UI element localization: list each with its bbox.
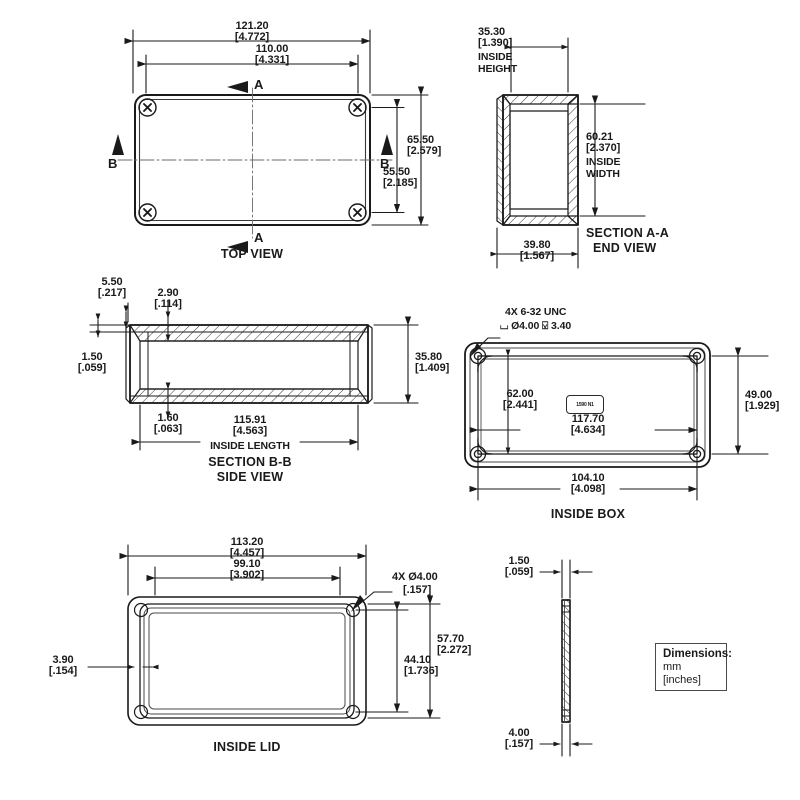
inside-lid-leader-arrow (351, 595, 364, 612)
legend-unit-inches: [inches] (663, 673, 701, 686)
section-mark-a-bottom: A (254, 230, 264, 245)
end-inside-width-in: [2.370] (586, 142, 621, 154)
side-inside-length-in: [4.563] (232, 425, 268, 437)
lid-edge-rib-thickness-mm: 1.50 (508, 555, 530, 567)
section-arrows (112, 81, 393, 253)
side-view-title-line1: SECTION B-B (208, 455, 292, 469)
legend-unit-mm: mm (663, 661, 682, 673)
side-inside-length-mm: 115.91 (233, 414, 267, 426)
lid-rib-width-mm: 3.90 (52, 654, 74, 666)
inside-box-callout-line2: ⌴ Ø4.00 ⍌ 3.40 (500, 320, 572, 332)
lid-rib-width-in: [.154] (48, 665, 78, 677)
lid-hole-spacing-v-in: [1.736] (404, 665, 439, 677)
inside-lid-title: INSIDE LID (213, 740, 281, 754)
lid-edge-thickness-mm: 4.00 (508, 727, 530, 739)
side-view-dimensions (89, 299, 419, 451)
end-view-title-line1: SECTION A-A (586, 226, 669, 240)
side-wall-base-mm: 1.60 (157, 412, 179, 424)
side-view-title-line2: SIDE VIEW (216, 470, 284, 484)
top-overall-width-in: [2.579] (407, 145, 442, 157)
section-mark-b-left: B (108, 156, 118, 171)
side-lip-height-in: [.059] (77, 362, 107, 374)
end-inside-width-note2: WIDTH (586, 168, 620, 180)
inside-box-inside-width-in: [1.929] (745, 400, 780, 412)
side-wall-base-in: [.063] (153, 423, 183, 435)
inside-box-inside-length-in: [4.634] (570, 424, 606, 436)
inside-box-title: INSIDE BOX (550, 507, 626, 521)
top-screw-length-in: [4.331] (254, 54, 290, 66)
end-view-title-line2: END VIEW (593, 241, 657, 255)
lid-edge-geometry (561, 599, 571, 723)
side-inside-length-note: INSIDE LENGTH (210, 440, 290, 452)
top-screw-length-mm: 110.00 (255, 43, 289, 55)
side-view-geometry (125, 324, 373, 404)
top-view-dimensions (124, 29, 429, 226)
inside-box-boss-spacing-v-in: [2.441] (502, 399, 538, 411)
side-outside-height-mm: 35.80 (415, 351, 443, 363)
inside-box-geometry (464, 337, 711, 468)
lid-overall-width-in: [2.272] (437, 644, 472, 656)
lid-hole-spacing-h-mm: 99.10 (233, 558, 261, 570)
lid-overall-length-mm: 113.20 (230, 536, 264, 548)
end-view-geometry (496, 94, 579, 226)
side-flange-offset-in: [.217] (97, 287, 127, 299)
inside-box-inside-width-mm: 49.00 (745, 389, 773, 401)
inside-box-inside-length-mm: 117.70 (571, 413, 605, 425)
side-flange-offset-mm: 5.50 (101, 276, 123, 288)
inside-lid-dimensions (87, 544, 441, 719)
lid-edge-dimensions (539, 559, 593, 757)
end-outside-width-in: [1.567] (519, 250, 555, 262)
inside-box-boss-spacing-h-mm: 104.10 (571, 472, 605, 484)
top-overall-length-in: [4.772] (234, 31, 270, 43)
lid-overall-length-in: [4.457] (229, 547, 265, 559)
lid-hole-callout-line1: 4X Ø4.00 (392, 571, 438, 583)
side-lip-thickness-in: [.114] (154, 298, 182, 310)
side-lip-height-mm: 1.50 (81, 351, 103, 363)
inside-box-boss-spacing-h-in: [4.098] (570, 483, 606, 495)
end-inside-height-mm: 35.30 (478, 26, 506, 38)
end-inside-height-note1: INSIDE (478, 51, 513, 63)
part-number-label: 1590 N1 (566, 395, 604, 414)
lid-overall-width-mm: 57.70 (437, 633, 465, 645)
inside-box-boss-spacing-v-mm: 62.00 (506, 388, 534, 400)
section-mark-a-top: A (254, 77, 264, 92)
side-outside-height-in: [1.409] (415, 362, 450, 374)
inside-box-leader-arrow (470, 343, 481, 357)
top-overall-length-mm: 121.20 (235, 20, 269, 32)
top-overall-width-mm: 65.50 (407, 134, 435, 146)
end-inside-width-note1: INSIDE (586, 156, 621, 168)
lid-hole-callout-line2: [.157] (403, 584, 432, 596)
legend-heading: Dimensions: (663, 648, 733, 660)
lid-edge-thickness-in: [.157] (504, 738, 534, 750)
inside-box-dimensions (469, 347, 769, 501)
dimensions-legend: Dimensions: mm [inches] (655, 643, 733, 691)
lid-hole-spacing-h-in: [3.902] (229, 569, 265, 581)
end-inside-height-note2: HEIGHT (478, 63, 518, 75)
side-lip-thickness-mm: 2.90 (157, 287, 179, 299)
end-inside-height-in: [1.390] (478, 37, 513, 49)
end-outside-width-mm: 39.80 (523, 239, 551, 251)
top-screw-width-mm: 55.50 (383, 166, 411, 178)
inside-box-callout-line1: 4X 6-32 UNC (505, 306, 567, 318)
top-screw-width-in: [2.185] (383, 177, 418, 189)
lid-edge-rib-thickness-in: [.059] (504, 566, 534, 578)
lid-hole-spacing-v-mm: 44.10 (404, 654, 432, 666)
section-mark-b-right: B (380, 156, 390, 171)
top-view-geometry (117, 87, 393, 239)
top-view-title: TOP VIEW (220, 247, 284, 261)
end-inside-width-mm: 60.21 (586, 131, 614, 143)
inside-lid-geometry (127, 596, 367, 726)
end-view-dimensions (490, 37, 646, 269)
